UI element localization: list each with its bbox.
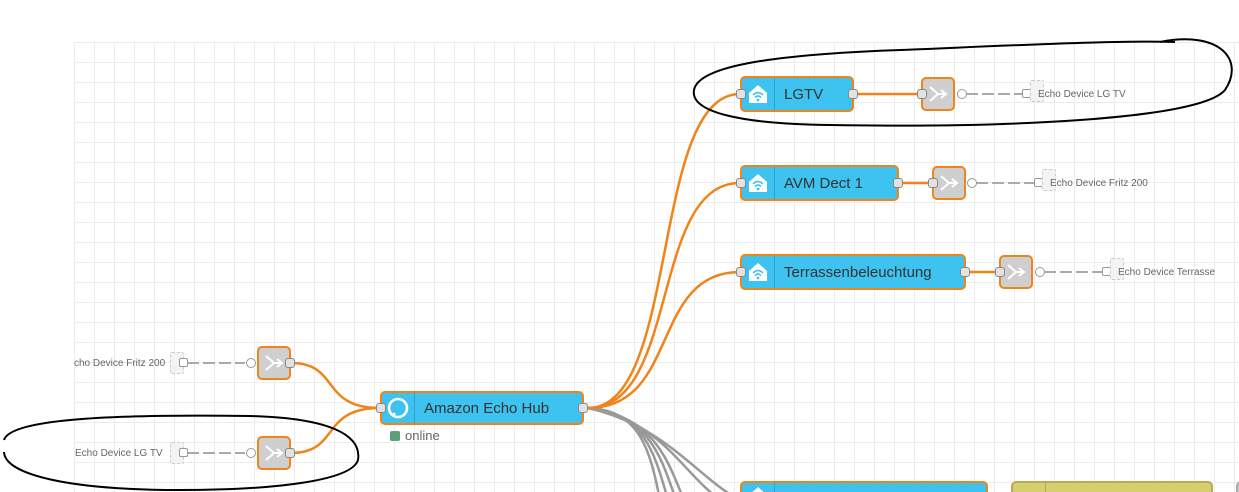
wire-hub-terrasse (587, 270, 741, 410)
node-amazon-echo-hub[interactable]: Amazon Echo Hub (376, 391, 588, 425)
link-source-square[interactable] (179, 358, 188, 367)
wifi-home-icon (742, 78, 775, 110)
node-echo-hub-label: Amazon Echo Hub (424, 399, 550, 417)
node-avm-dect-1[interactable]: AVM Dect 1 (736, 165, 903, 201)
input-port[interactable] (736, 267, 746, 277)
wifi-home-icon (742, 167, 775, 199)
wire-hub-lgtv (587, 92, 741, 410)
link-out-icon (1007, 264, 1026, 280)
link-out-icon (940, 175, 959, 191)
link-port-circle[interactable] (246, 358, 256, 368)
link-target-label: Echo Device Fritz 200 (1050, 177, 1148, 189)
node-partial-function[interactable] (1011, 481, 1213, 492)
link-port-circle[interactable] (967, 178, 977, 188)
output-port[interactable] (893, 178, 903, 188)
link-source-label: cho Device Fritz 200 (74, 357, 166, 369)
link-target-ghost (1110, 258, 1124, 280)
alexa-ring-icon (382, 393, 415, 423)
link-port-circle[interactable] (1035, 267, 1045, 277)
node-terrassenbeleuchtung[interactable]: Terrassenbeleuchtung (736, 254, 970, 290)
input-port[interactable] (928, 178, 938, 188)
node-avm-label: AVM Dect 1 (784, 174, 863, 192)
link-source-square[interactable] (179, 448, 188, 457)
wire-hub-avm (587, 181, 741, 410)
status-dot-icon (390, 430, 400, 441)
wifi-home-icon (742, 483, 775, 492)
annotation-circle-top (692, 38, 1233, 127)
link-in-icon (265, 445, 284, 461)
input-port[interactable] (736, 89, 746, 99)
output-port[interactable] (285, 358, 295, 368)
link-target-label: Echo Device Terrasse (1118, 266, 1216, 278)
link-target-label: Echo Device LG TV (1038, 88, 1126, 100)
input-port[interactable] (995, 267, 1005, 277)
link-in-node-fritz[interactable] (257, 346, 295, 380)
link-target-ghost (1030, 80, 1044, 102)
node-partial-edge[interactable] (1236, 481, 1239, 492)
wire-fritz-in-hub (290, 361, 381, 410)
link-port-circle[interactable] (246, 448, 256, 458)
link-in-icon (265, 355, 284, 371)
node-status: online (390, 428, 440, 443)
status-text: online (405, 428, 440, 443)
input-port[interactable] (917, 89, 927, 99)
output-port[interactable] (578, 403, 588, 413)
node-lgtv[interactable]: LGTV (736, 76, 858, 112)
node-terrasse-label: Terrassenbeleuchtung (784, 263, 932, 281)
link-out-node-avm[interactable] (928, 166, 966, 200)
node-partial-bottom[interactable] (740, 481, 988, 492)
output-port[interactable] (848, 89, 858, 99)
output-port[interactable] (960, 267, 970, 277)
link-target-ghost (1042, 169, 1056, 191)
annotation-circle-bottom (3, 414, 360, 492)
link-out-node-lgtv[interactable] (917, 77, 955, 111)
link-in-node-lgtv[interactable] (257, 436, 295, 470)
input-port[interactable] (736, 178, 746, 188)
output-port[interactable] (285, 448, 295, 458)
wire-hub-down-5 (587, 406, 713, 492)
wifi-home-icon (742, 256, 775, 288)
link-source-label: Echo Device LG TV (75, 447, 163, 459)
wire-lgtv-in-hub (290, 406, 381, 455)
link-out-icon (929, 86, 948, 102)
link-out-node-terrasse[interactable] (995, 255, 1033, 289)
link-port-circle[interactable] (957, 89, 967, 99)
wire-hub-down-6 (587, 406, 729, 492)
node-lgtv-label: LGTV (784, 85, 824, 103)
function-icon (1013, 483, 1046, 492)
input-port[interactable] (376, 403, 386, 413)
